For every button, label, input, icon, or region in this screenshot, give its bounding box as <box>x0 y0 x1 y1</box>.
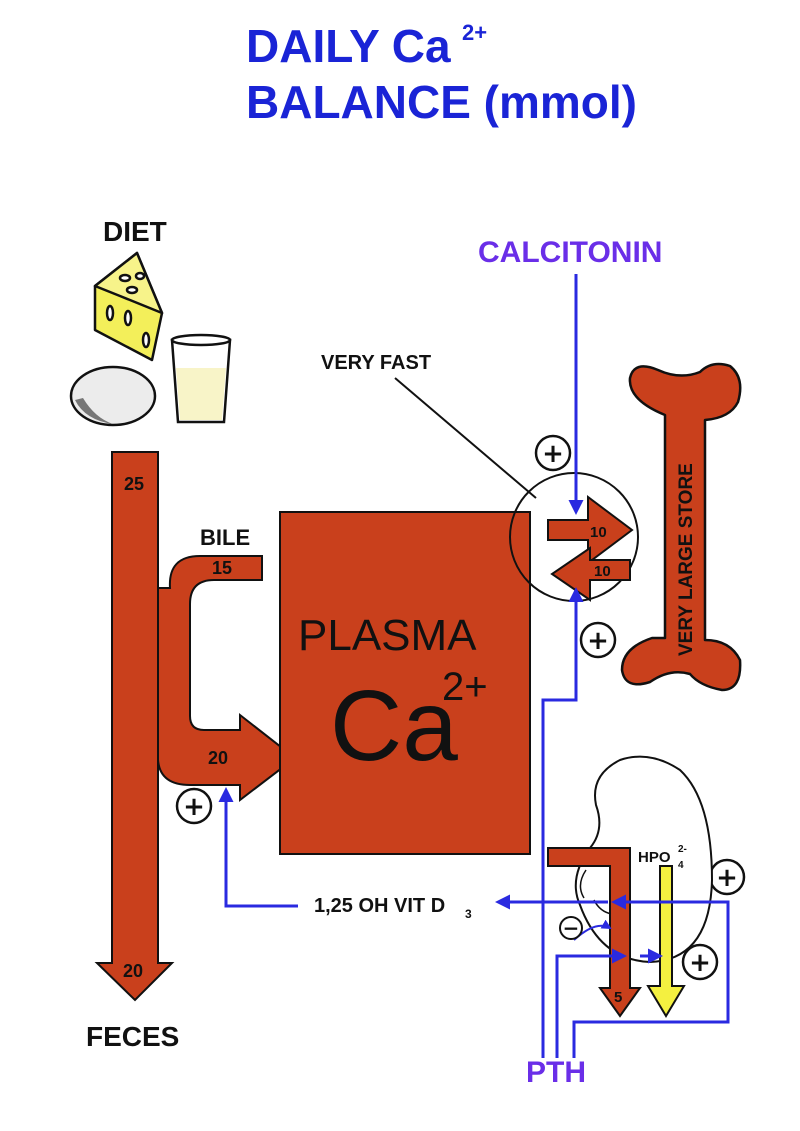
pth-to-bone-arrow <box>541 587 584 1058</box>
diet-label: DIET <box>103 216 167 247</box>
plus-sign-vitd-gut: + <box>175 787 213 825</box>
title-line-2: BALANCE (mmol) <box>246 76 637 128</box>
svg-text:4: 4 <box>678 860 684 871</box>
plasma-box <box>279 511 531 855</box>
flow-fecal-loss: 20 <box>123 961 143 981</box>
title-line-1: DAILY Ca <box>246 20 451 72</box>
svg-text:2-: 2- <box>678 844 687 855</box>
bone-deposit-arrow: 10 <box>547 495 634 565</box>
flow-diet-intake: 25 <box>124 474 144 494</box>
feces-label: FECES <box>86 1021 179 1052</box>
gut-flow-arrow <box>94 451 297 1002</box>
plasma-charge: 2+ <box>442 665 488 709</box>
svg-text:HPO: HPO <box>638 849 671 866</box>
cheese-icon <box>93 251 164 362</box>
plasma-ion: Ca <box>330 670 458 782</box>
milk-glass-icon <box>170 333 232 424</box>
flow-bone-deposit: 10 <box>590 524 607 541</box>
egg-icon <box>69 365 157 427</box>
svg-text:3: 3 <box>465 907 472 921</box>
svg-text:−: − <box>563 916 580 940</box>
flow-bone-resorption: 10 <box>594 563 611 580</box>
plasma-label: PLASMA <box>298 611 477 660</box>
calcitonin-label: CALCITONIN <box>478 236 662 269</box>
pth-label: PTH <box>526 1056 586 1089</box>
renal-excretion-arrow: 5 <box>547 847 642 1018</box>
vitd-to-gut-arrow <box>218 787 298 908</box>
svg-text:+: + <box>587 626 609 656</box>
svg-text:+: + <box>542 439 564 469</box>
pth-to-kidney-arrow <box>555 948 627 1058</box>
svg-text:+: + <box>183 792 205 822</box>
pth-to-kidney-loop <box>572 894 730 1058</box>
minus-sign-feedback: − <box>559 916 583 940</box>
vit-d-label: 1,25 OH VIT D 3 <box>314 895 472 921</box>
flow-renal-excretion: 5 <box>614 989 622 1006</box>
very-fast-pointer <box>394 377 537 499</box>
plus-sign-phosphate: + <box>681 943 719 981</box>
svg-text:+: + <box>716 863 738 893</box>
title-superscript: 2+ <box>462 20 487 45</box>
bone-resorption-arrow: 10 <box>550 546 631 602</box>
phosphate-arrow <box>646 865 686 1018</box>
very-fast-label: VERY FAST <box>321 352 431 374</box>
plus-sign-pth-bone: + <box>579 621 617 659</box>
very-large-store-label: VERY LARGE STORE <box>676 463 697 656</box>
svg-text:+: + <box>689 948 711 978</box>
bone-icon: VERY LARGE STORE <box>620 362 742 692</box>
hpo4-label: HPO 4 2- <box>638 844 687 871</box>
flow-gut-absorption: 20 <box>208 748 228 768</box>
svg-text:1,25 OH VIT D: 1,25 OH VIT D <box>314 895 445 917</box>
bile-label: BILE <box>200 525 250 550</box>
plus-sign-calcitonin: + <box>534 434 572 472</box>
plus-sign-kidney-vitd: + <box>708 858 746 896</box>
flow-bile-secretion: 15 <box>212 558 232 578</box>
